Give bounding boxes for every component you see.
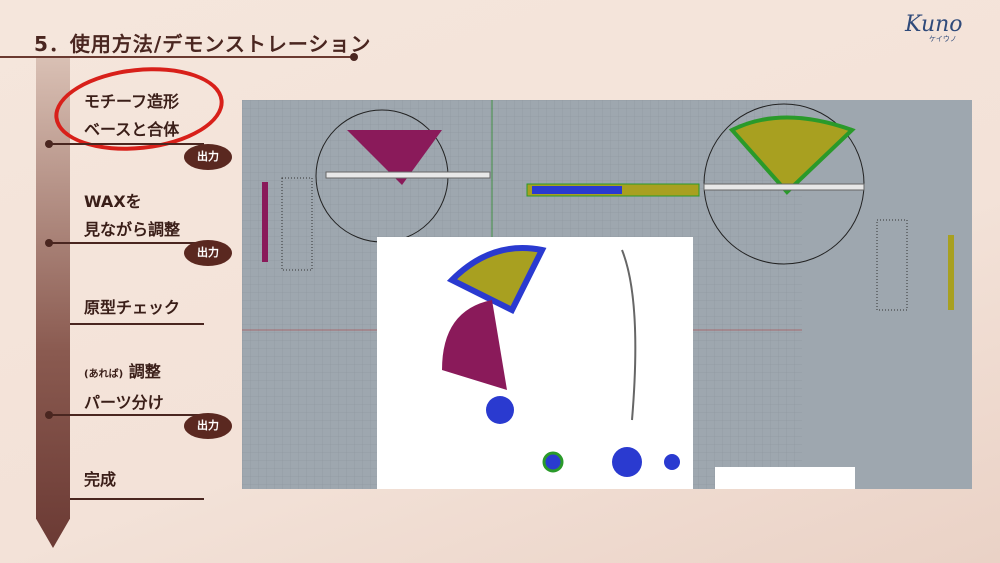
- step-3: 原型チェック: [84, 294, 180, 322]
- cad-screenshot: [242, 100, 972, 489]
- step-3-line: [70, 323, 204, 325]
- step-2-line2: 見ながら調整: [84, 220, 181, 239]
- output-badge: 出力: [184, 144, 232, 170]
- step-5-line1: 完成: [84, 470, 117, 489]
- step-4-line: [48, 414, 204, 416]
- step-4-prefix: (あれば): [84, 369, 124, 380]
- step-4-line2: パーツ分け: [84, 393, 164, 412]
- paper-sketch: [377, 237, 693, 489]
- step-2-line: [48, 242, 204, 244]
- step-3-line1: 原型チェック: [84, 298, 181, 317]
- title-underline: [0, 56, 354, 58]
- step-1-line2: ベースと合体: [84, 120, 180, 139]
- logo-text: Kuno: [905, 12, 963, 37]
- step-2: WAXを見ながら調整: [84, 188, 180, 244]
- slide-title: 5．使用方法/デモンストレーション: [34, 32, 372, 56]
- fan-purple: [347, 130, 442, 185]
- step-1: モチーフ造形ベースと合体: [84, 88, 179, 144]
- fan-yellow: [728, 115, 856, 195]
- step-1-line: [48, 143, 204, 145]
- step-4: (あれば) 調整パーツ分け: [84, 358, 164, 417]
- step-2-line1: WAXを: [84, 192, 142, 211]
- logo-subtext: ケイウノ: [929, 35, 957, 43]
- output-badge: 出力: [184, 240, 232, 266]
- step-4-line1: 調整: [128, 362, 161, 381]
- output-badge: 出力: [184, 413, 232, 439]
- step-5-line: [70, 498, 204, 500]
- step-5: 完成: [84, 466, 116, 494]
- title-underline-dot: [350, 53, 358, 61]
- timeline-arrow: [36, 58, 70, 548]
- step-1-line1: モチーフ造形: [84, 92, 180, 111]
